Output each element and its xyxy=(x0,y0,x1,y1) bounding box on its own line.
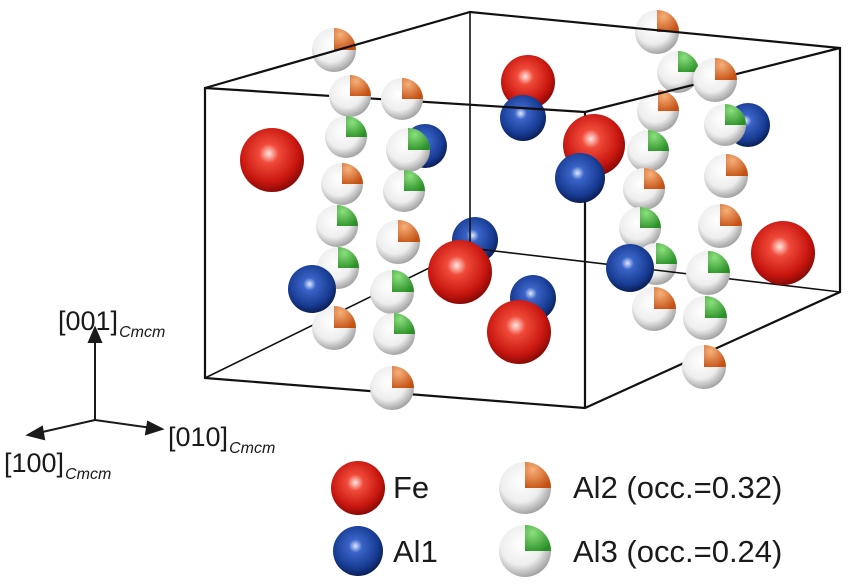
al1-atom-back-1 xyxy=(500,95,546,141)
al3-atom-back-9 xyxy=(627,130,669,172)
axis-label-010: [010]Cmcm xyxy=(168,422,276,457)
legend-icon-fe xyxy=(331,461,385,515)
al3-atom-back-11 xyxy=(619,207,661,249)
al2-atom-front-3 xyxy=(321,163,363,205)
legend-icon-al3 xyxy=(499,525,551,577)
al2-atom-back-13 xyxy=(632,287,676,331)
al1-atom-front-19 xyxy=(606,244,654,292)
al3-atom-front-2 xyxy=(325,116,367,158)
fe-atom-front-27 xyxy=(751,221,815,285)
al3-atom-front-4 xyxy=(316,205,358,247)
al3-atom-front-12 xyxy=(370,270,414,314)
al2-atom-front-1 xyxy=(329,75,371,117)
al2-atom-front-14 xyxy=(370,366,414,410)
al1-atom-front-7 xyxy=(288,265,336,313)
arrow-head-010 xyxy=(144,420,165,436)
al2-atom-front-20 xyxy=(693,58,737,102)
al2-atom-front-22 xyxy=(704,154,748,198)
al2-atom-front-8 xyxy=(381,78,423,120)
al3-atom-front-25 xyxy=(683,296,727,340)
al2-atom-front-23 xyxy=(698,204,742,248)
al3-atom-front-10 xyxy=(383,170,425,212)
al3-atom-front-9 xyxy=(386,128,430,172)
frame-edge-back-bottom-right xyxy=(469,247,841,293)
al3-atom-front-24 xyxy=(686,251,730,295)
al2-atom-back-8 xyxy=(637,90,679,132)
al2-atom-back-10 xyxy=(623,168,665,210)
legend-icon-al1 xyxy=(333,526,383,576)
al2-atom-front-11 xyxy=(376,220,420,264)
legend-label-al3: Al3 (occ.=0.24) xyxy=(573,534,783,569)
legend-label-al2: Al2 (occ.=0.32) xyxy=(573,470,783,505)
axes-arrows xyxy=(25,325,165,441)
al3-atom-front-21 xyxy=(704,104,746,146)
legend-label-fe: Fe xyxy=(393,470,430,505)
front-atoms xyxy=(240,58,815,410)
legend-label-al1: Al1 xyxy=(393,534,438,569)
legend-icons xyxy=(331,461,551,577)
legend-icon-al2 xyxy=(499,462,551,514)
al2-atom-front-6 xyxy=(312,306,356,350)
axis-label-100: [100]Cmcm xyxy=(4,448,112,483)
fe-atom-front-15 xyxy=(428,240,492,304)
al3-atom-back-7 xyxy=(657,51,699,93)
fe-atom-front-0 xyxy=(240,128,304,192)
arrow-head-100 xyxy=(25,425,46,441)
al3-atom-front-13 xyxy=(373,313,415,355)
al2-atom-back-6 xyxy=(635,10,679,54)
al1-atom-front-18 xyxy=(555,153,605,203)
fe-atom-back-0 xyxy=(501,55,555,109)
fe-atom-front-16 xyxy=(487,300,551,364)
arrow-head-001 xyxy=(87,325,103,343)
axis-label-001: [001]Cmcm xyxy=(58,306,166,341)
al2-atom-front-26 xyxy=(682,345,726,389)
